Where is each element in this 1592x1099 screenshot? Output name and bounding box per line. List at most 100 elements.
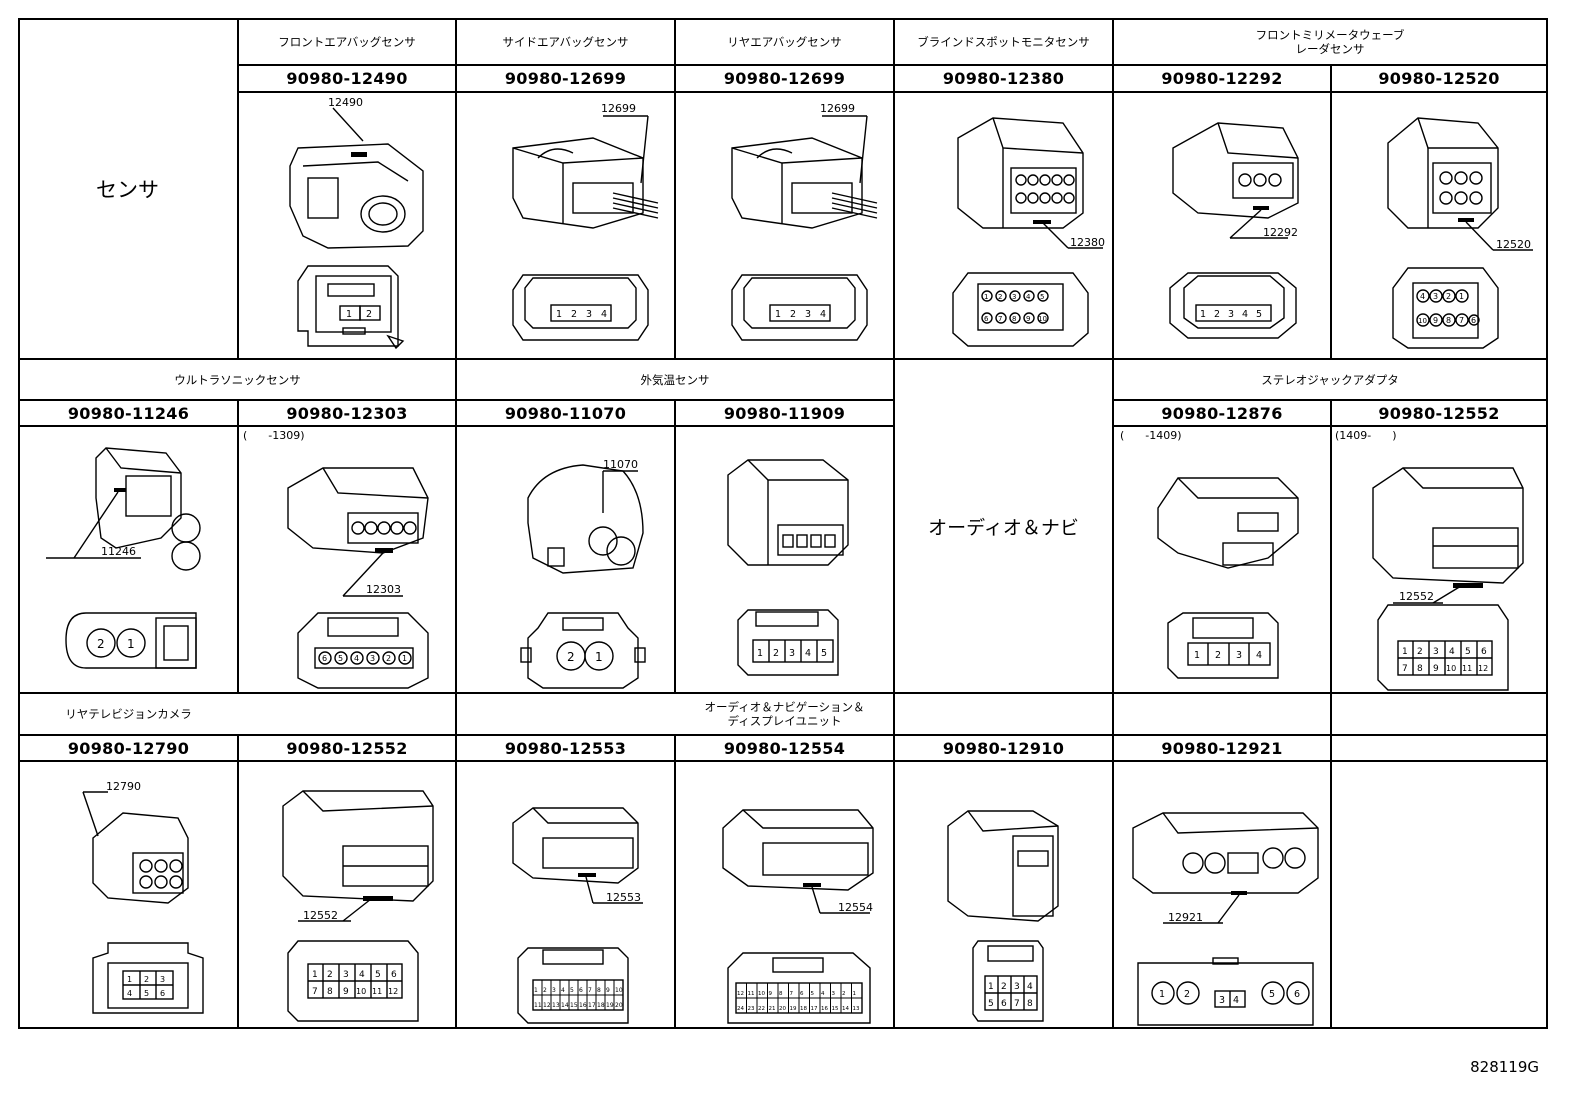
pin-number: 14: [842, 1006, 849, 1012]
pin-number: 17: [811, 1006, 818, 1012]
part-number: 90980-12553: [504, 738, 627, 758]
pin-number: 6: [1294, 989, 1300, 1000]
pin-number: 13: [853, 1006, 860, 1012]
pin-number: 2: [1215, 650, 1221, 661]
table-divider: [1112, 18, 1114, 1029]
pin-number: 7: [312, 987, 318, 997]
table-divider: [1330, 399, 1332, 692]
part-number: 90980-12520: [1378, 69, 1500, 88]
pin-number: 7: [998, 315, 1002, 323]
pin-number: 1: [1200, 309, 1206, 320]
pin-number: 7: [588, 987, 592, 994]
category-label: ステレオジャックアダプタ: [1261, 372, 1399, 387]
pin-number: 18: [597, 1002, 605, 1009]
part-number: 90980-12303: [286, 403, 408, 423]
pin-number: 1: [1159, 989, 1165, 1000]
pin-number: 4: [805, 648, 811, 659]
category-label-audio-navi: オーディオ＆ナビ: [928, 516, 1079, 539]
pin-number: 1: [1459, 292, 1464, 301]
pin-number: 5: [1269, 989, 1275, 1000]
pin-number: 15: [570, 1002, 578, 1009]
table-divider: [237, 734, 239, 1029]
table-divider: [237, 18, 239, 359]
pin-number: 2: [1214, 309, 1220, 320]
pin-number: 9: [1433, 316, 1438, 325]
table-divider: [893, 18, 895, 1029]
category-label: ウルトラソニックセンサ: [174, 372, 301, 387]
table-divider: [237, 91, 1548, 93]
category-label: リヤテレビジョンカメラ: [65, 707, 192, 721]
pin-number: 4: [1449, 647, 1455, 657]
pin-number: 7: [1402, 664, 1408, 674]
pin-number: 2: [1001, 982, 1007, 992]
pin-number: 3: [343, 970, 349, 980]
pin-number: 10: [1418, 317, 1427, 325]
pin-number: 3: [1433, 292, 1438, 301]
pin-number: 4: [127, 989, 132, 998]
pin-number: 2: [571, 309, 577, 320]
part-number: 90980-12699: [504, 69, 627, 88]
pin-number: 20: [779, 1006, 786, 1012]
pin-number: 7: [790, 991, 794, 997]
pin-number: 6: [391, 970, 397, 980]
pin-number: 23: [748, 1006, 755, 1012]
callout-label: 12790: [106, 780, 141, 793]
date-range: ( -1409): [1120, 429, 1182, 442]
row-label-sensor: センサ: [96, 177, 159, 202]
pin-number: 18: [800, 1006, 807, 1012]
category-label: リヤエアバッグセンサ: [727, 35, 842, 49]
pin-number: 2: [543, 987, 547, 994]
callout-label: 12553: [606, 891, 641, 904]
pin-number: 5: [338, 654, 343, 663]
pin-number: 9: [1026, 315, 1030, 323]
category-label: ブラインドスポットモニタセンサ: [917, 35, 1090, 49]
part-number: 90980-12921: [1161, 738, 1283, 758]
pin-number: 2: [386, 654, 391, 663]
pin-number: 8: [1417, 664, 1423, 674]
table-divider: [18, 692, 1548, 694]
connector-drawing-12552b: 12552 1 2 3 4 5 6 7 8 9 10 11 12: [263, 781, 443, 1026]
table-divider: [674, 399, 676, 692]
pin-number: 20: [615, 1002, 623, 1009]
pin-number: 3: [552, 987, 556, 994]
part-number: 90980-12699: [723, 69, 846, 88]
category-label: フロントミリメータウェーブ レーダセンサ: [1255, 28, 1405, 56]
pin-number: 1: [346, 309, 352, 320]
part-number: 90980-11070: [504, 403, 627, 423]
table-divider: [674, 18, 676, 359]
pin-number: 3: [160, 975, 165, 984]
pin-number: 10: [1038, 315, 1047, 323]
connector-drawing-12921: 12921 1 2 3 4 5 6: [1123, 803, 1323, 1028]
pin-number: 2: [97, 637, 105, 651]
pin-number: 5: [821, 648, 827, 659]
pin-number: 5: [570, 987, 574, 994]
connector-drawing-12380: 12380 1 2 3 4 5 6 7 8 9 10: [933, 98, 1105, 353]
pin-number: 9: [606, 987, 610, 994]
connector-drawing-12876: 1 2 3 4: [1138, 458, 1313, 693]
callout-label: 12520: [1496, 238, 1531, 251]
pin-number: 3: [1014, 982, 1020, 992]
category-label: 外気温センサ: [640, 372, 710, 387]
pin-number: 6: [984, 315, 989, 323]
pin-number: 1: [757, 648, 763, 659]
pin-number: 16: [579, 1002, 587, 1009]
pin-number: 12: [388, 987, 398, 996]
connector-drawing-12552: 12552 1 2 3 4 5 6 7 8 9 10 11 12: [1353, 458, 1538, 693]
pin-number: 9: [769, 991, 773, 997]
figure-code: 828119G: [1470, 1058, 1539, 1076]
pin-number: 19: [606, 1002, 614, 1009]
table-border-right: [1546, 18, 1548, 1029]
pin-number: 16: [821, 1006, 828, 1012]
connector-drawing-12292: 12292 1 2 3 4 5: [1148, 98, 1318, 353]
pin-number: 9: [343, 987, 349, 997]
pin-number: 5: [1256, 309, 1262, 320]
pin-number: 4: [1027, 982, 1033, 992]
pin-number: 4: [1242, 309, 1248, 320]
table-divider: [1330, 692, 1332, 1029]
pin-number: 8: [1446, 316, 1451, 325]
pin-number: 6: [1481, 647, 1487, 657]
connector-drawing-12910: 1 2 3 4 5 6 7 8: [938, 806, 1078, 1028]
pin-number: 7: [1459, 316, 1464, 325]
callout-label: 12699: [601, 102, 636, 115]
pin-number: 3: [789, 648, 795, 659]
